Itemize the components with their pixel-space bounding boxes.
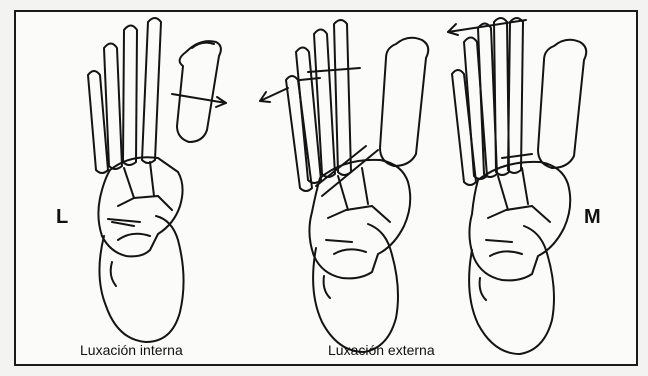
tarsus <box>469 162 570 281</box>
caption-external: Luxación externa <box>328 342 435 358</box>
toe-tip <box>192 43 214 48</box>
calcaneus <box>469 226 554 354</box>
foot-internal-luxation <box>88 18 226 342</box>
displacement-arrow <box>448 20 526 32</box>
heel-detail <box>111 234 150 286</box>
first-metatarsal <box>538 40 586 168</box>
tarsus <box>309 160 410 279</box>
first-metatarsal <box>380 38 428 166</box>
calcaneus <box>313 224 398 352</box>
first-metatarsal-displaced <box>177 41 221 142</box>
tarsal-lines <box>112 162 172 226</box>
heel-detail <box>480 251 522 300</box>
toe <box>508 18 523 173</box>
toe <box>123 26 137 166</box>
joint-line <box>316 146 378 196</box>
side-label-left: L <box>56 206 68 229</box>
arrow-head <box>448 24 458 35</box>
toe <box>142 18 161 163</box>
toe <box>334 20 351 175</box>
caption-internal: Luxación interna <box>80 342 183 358</box>
side-label-right: M <box>584 206 601 229</box>
foot-medial <box>448 18 586 354</box>
foot-external-luxation <box>260 20 428 352</box>
toe <box>494 18 509 175</box>
toe <box>314 30 335 178</box>
